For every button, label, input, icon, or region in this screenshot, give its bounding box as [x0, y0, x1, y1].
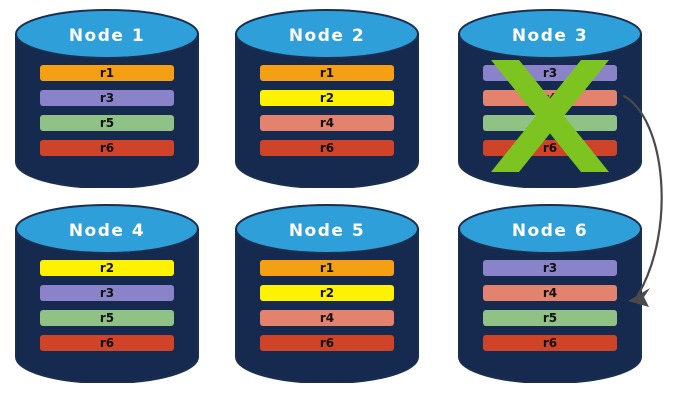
node-2-records: r1 r2 r4 r6	[260, 65, 394, 156]
record-r6[interactable]: r6	[260, 335, 394, 351]
record-r2[interactable]: r2	[260, 285, 394, 301]
record-r3[interactable]: r3	[40, 285, 174, 301]
record-r6[interactable]: r6	[483, 335, 617, 351]
record-r4[interactable]: r4	[260, 310, 394, 326]
record-r6[interactable]: r6	[260, 140, 394, 156]
node-5-records: r1 r2 r4 r6	[260, 260, 394, 351]
record-r5[interactable]: r5	[40, 310, 174, 326]
cylinder-top	[235, 204, 419, 254]
record-r3[interactable]: r3	[483, 260, 617, 276]
record-r1[interactable]: r1	[260, 260, 394, 276]
cylinder-top	[458, 9, 642, 59]
record-r2[interactable]: r2	[40, 260, 174, 276]
record-r5[interactable]: r5	[483, 310, 617, 326]
node-1-records: r1 r3 r5 r6	[40, 65, 174, 156]
cylinder-top	[235, 9, 419, 59]
record-r2[interactable]: r2	[260, 90, 394, 106]
record-r6[interactable]: r6	[483, 140, 617, 156]
record-r4[interactable]: r4	[483, 90, 617, 106]
record-r1[interactable]: r1	[40, 65, 174, 81]
cylinder-top	[15, 9, 199, 59]
cylinder-top	[15, 204, 199, 254]
record-r5[interactable]: r5	[483, 115, 617, 131]
record-r1[interactable]: r1	[260, 65, 394, 81]
record-r6[interactable]: r6	[40, 140, 174, 156]
node-6-records: r3 r4 r5 r6	[483, 260, 617, 351]
record-r6[interactable]: r6	[40, 335, 174, 351]
record-r4[interactable]: r4	[483, 285, 617, 301]
node-4-records: r2 r3 r5 r6	[40, 260, 174, 351]
record-r4[interactable]: r4	[260, 115, 394, 131]
cylinder-top	[458, 204, 642, 254]
record-r3[interactable]: r3	[483, 65, 617, 81]
record-r5[interactable]: r5	[40, 115, 174, 131]
record-r3[interactable]: r3	[40, 90, 174, 106]
node-3-records: r3 r4 r5 r6	[483, 65, 617, 156]
